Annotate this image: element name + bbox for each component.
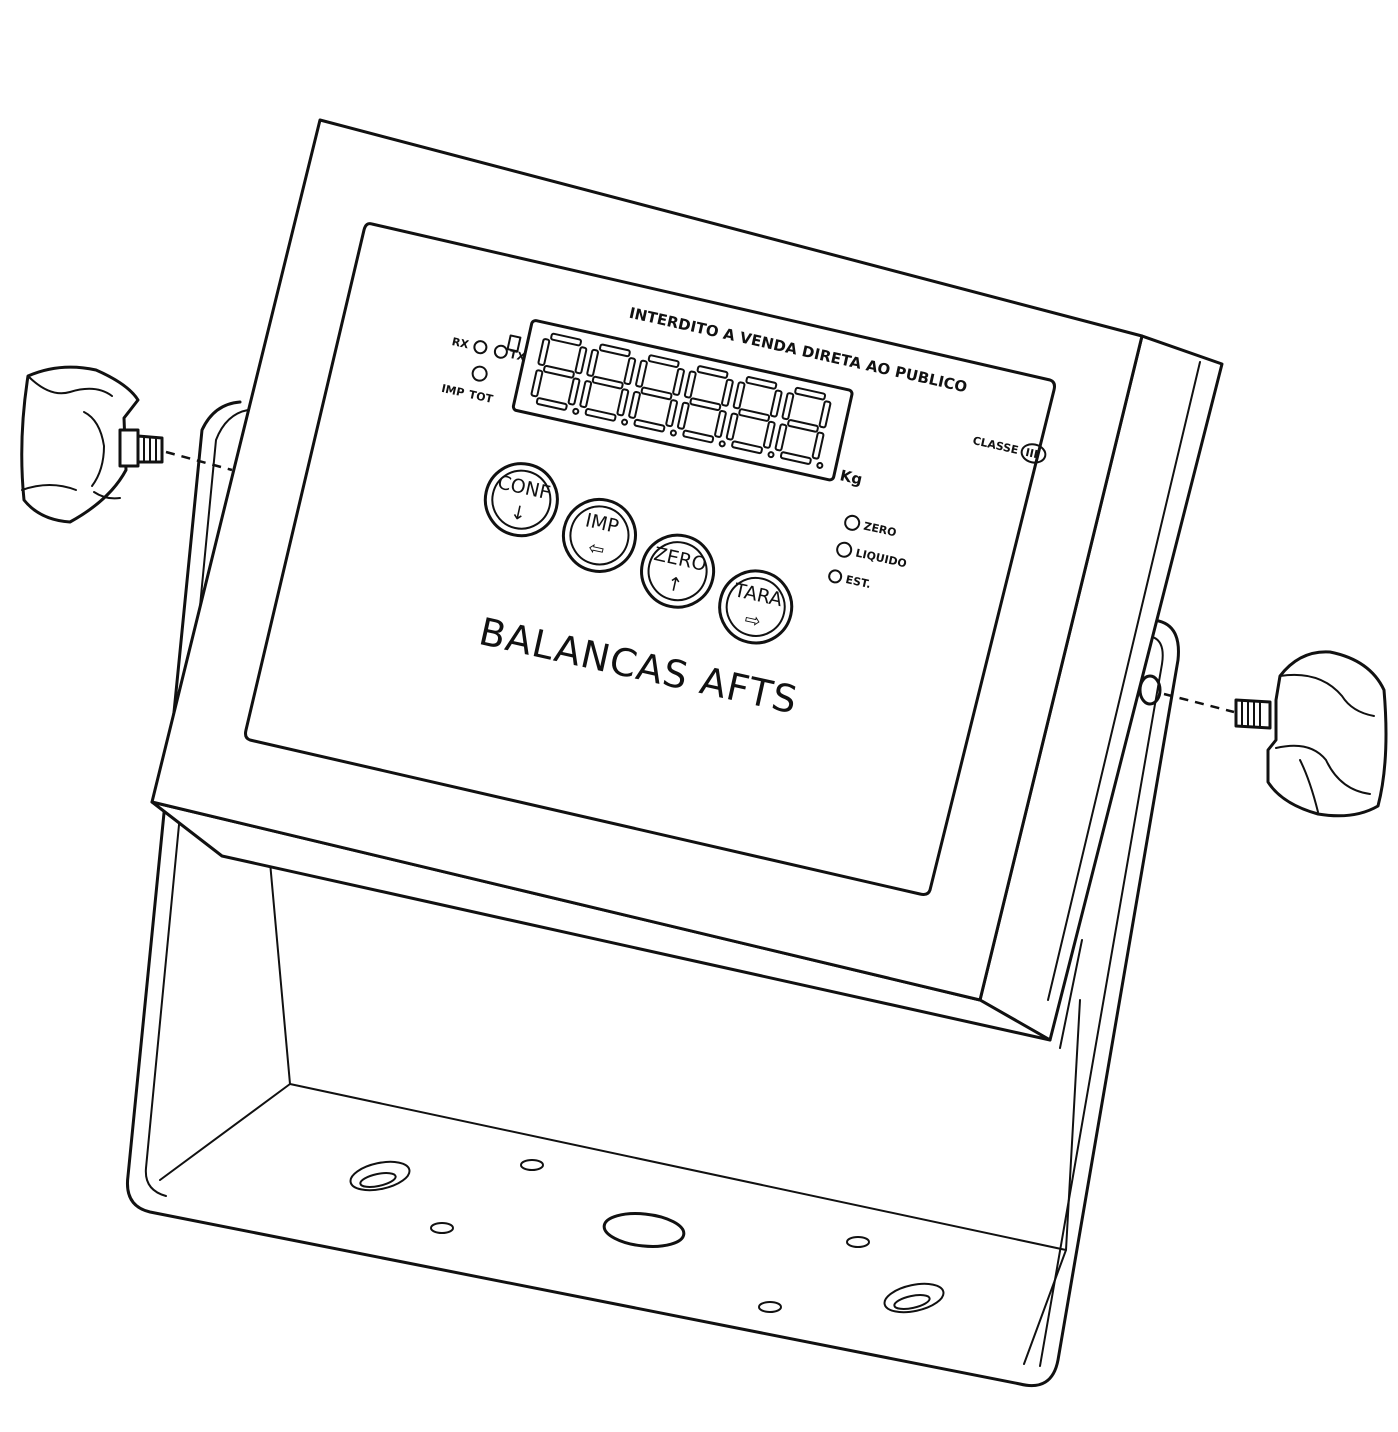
class-mark: III <box>1024 446 1039 461</box>
display-segment <box>616 388 630 417</box>
imp-label: IMP <box>440 382 465 400</box>
display-segment <box>721 378 734 407</box>
display-segment <box>725 412 739 441</box>
seven-segment-display <box>530 332 832 469</box>
front-panel-overlay <box>244 222 1056 896</box>
display-segment <box>774 423 788 452</box>
display-segment <box>738 408 771 422</box>
display-segment <box>714 410 727 438</box>
display-segment <box>745 376 778 390</box>
display-segment <box>623 357 637 386</box>
decimal-point <box>669 429 677 437</box>
imp-tot-led <box>471 365 488 382</box>
display-segment <box>682 429 715 444</box>
display-segment <box>689 397 722 412</box>
display-segment <box>579 380 593 409</box>
base-hole <box>846 1236 870 1248</box>
display-digit <box>628 354 685 437</box>
display-segment <box>598 343 631 358</box>
display-segment <box>567 377 581 406</box>
base-slot-right <box>883 1282 945 1314</box>
decimal-point <box>718 440 726 448</box>
display-segment <box>665 399 678 428</box>
display-segment <box>731 440 763 455</box>
arrow-up-icon: ↑ <box>664 572 684 597</box>
display-segment <box>794 386 827 401</box>
base-hole <box>758 1301 782 1313</box>
decimal-point <box>621 418 629 426</box>
base-slot-left <box>349 1160 411 1192</box>
decimal-point <box>572 407 580 415</box>
display-segment <box>537 338 551 366</box>
arrow-right-icon: ⇨ <box>743 608 763 633</box>
rx-label: RX <box>451 335 471 351</box>
display-segment <box>683 370 697 399</box>
rx-led <box>473 340 488 355</box>
display-segment <box>811 431 825 460</box>
display-marker <box>506 334 522 353</box>
display-segment <box>635 359 648 388</box>
display-segment <box>574 346 588 375</box>
est-led <box>828 569 843 584</box>
base-hole <box>520 1159 544 1171</box>
front-face <box>150 118 1144 1002</box>
display-segment <box>550 332 582 347</box>
display-digit <box>774 386 832 469</box>
display-segment <box>818 400 832 429</box>
mounting-bracket <box>125 400 1180 1387</box>
display-segment <box>696 365 729 379</box>
zero-led <box>844 514 861 531</box>
display-segment <box>633 418 666 433</box>
display-digit <box>579 343 637 426</box>
knob-left <box>20 365 233 524</box>
display-segment <box>586 348 600 377</box>
display-segment <box>769 389 783 418</box>
indicator-housing <box>150 118 1224 1042</box>
base-hole <box>430 1222 454 1234</box>
display-segment <box>781 392 795 421</box>
display-digit <box>676 365 734 448</box>
decimal-point <box>816 461 824 469</box>
tx-led <box>493 344 508 359</box>
arrow-down-icon: ↓ <box>508 501 528 526</box>
display-segment <box>628 390 641 419</box>
unit-label: Kg <box>838 466 864 488</box>
est-label: EST. <box>844 573 872 591</box>
display-segment <box>591 375 624 390</box>
display-segment <box>676 401 690 430</box>
display-segment <box>647 354 680 368</box>
knob-right <box>1163 650 1388 818</box>
display-segment <box>672 367 685 396</box>
base-center-hole <box>602 1212 686 1248</box>
display-segment <box>787 419 819 433</box>
display-segment <box>640 386 673 401</box>
tot-label: TOT <box>468 388 495 406</box>
display-segment <box>584 408 617 422</box>
display-segment <box>543 364 575 379</box>
display-segment <box>732 381 746 410</box>
display-digit <box>530 332 588 415</box>
class-seal <box>1020 443 1047 464</box>
display-segment <box>530 369 544 398</box>
display-digit <box>725 376 783 459</box>
display-segment <box>535 397 568 411</box>
arrow-left-icon: ⇦ <box>586 537 606 562</box>
display-segment <box>762 420 776 449</box>
tx-label: TX <box>508 348 527 364</box>
decimal-point <box>767 451 775 459</box>
display-window <box>511 319 854 482</box>
display-segment <box>779 451 812 465</box>
liquido-led <box>836 541 853 558</box>
